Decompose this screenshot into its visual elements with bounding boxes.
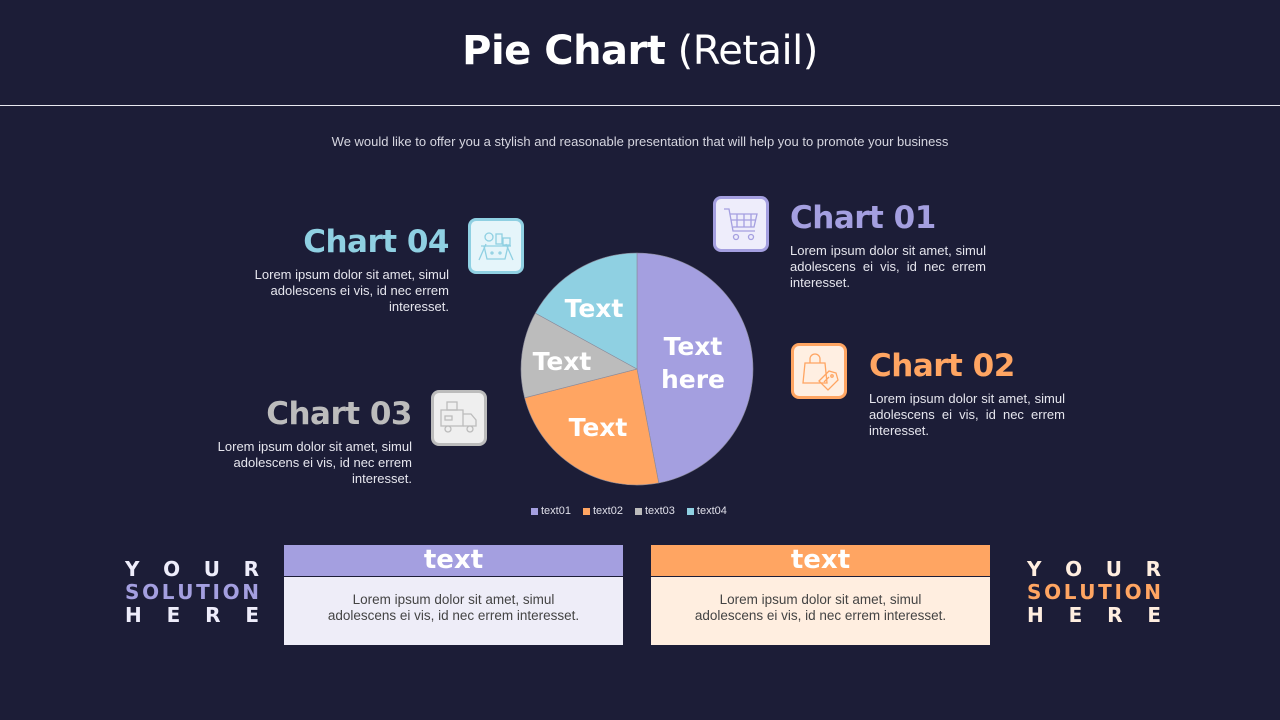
legend-item-text01: text01 <box>531 505 571 517</box>
legend-item-text02: text02 <box>582 505 623 517</box>
slice-label-text03: Text <box>533 347 592 376</box>
left-card-title: text <box>284 545 623 577</box>
title-bold: Pie Chart <box>462 28 666 74</box>
left-card: text Lorem ipsum dolor sit amet, simul a… <box>284 545 623 645</box>
right-card: text Lorem ipsum dolor sit amet, simul a… <box>651 545 990 645</box>
right-card-title: text <box>651 545 990 577</box>
chart02-body: Lorem ipsum dolor sit amet, simul adoles… <box>869 391 1065 438</box>
legend-swatch-icon <box>582 507 590 515</box>
chart01-block: Chart 01 Lorem ipsum dolor sit amet, sim… <box>790 200 986 291</box>
title-divider <box>0 105 1280 106</box>
chart04-block: Chart 04 Lorem ipsum dolor sit amet, sim… <box>252 224 450 315</box>
page-title: Pie Chart (Retail) <box>0 28 1280 74</box>
shopping-cart-icon <box>724 208 758 241</box>
chart03-icon-box <box>431 390 487 446</box>
legend-item-text04: text04 <box>686 505 727 517</box>
right-card-body: Lorem ipsum dolor sit amet, simul adoles… <box>651 577 990 645</box>
pie-slice-text01 <box>636 252 754 484</box>
legend-label: text04 <box>696 505 727 517</box>
left-card-body-line1: Lorem ipsum dolor sit amet, simul <box>352 592 555 607</box>
legend-item-text03: text03 <box>634 505 675 517</box>
chart04-body: Lorem ipsum dolor sit amet, simul adoles… <box>254 267 449 314</box>
delivery-truck-icon <box>440 401 477 433</box>
chart03-heading: Chart 03 <box>266 396 412 432</box>
subtitle: We would like to offer you a stylish and… <box>331 134 949 149</box>
right-card-body-line1: Lorem ipsum dolor sit amet, simul <box>719 592 922 607</box>
legend-label: text02 <box>592 505 623 517</box>
chart02-icon-box <box>791 343 847 399</box>
legend-swatch-icon <box>531 507 538 515</box>
legend-label: text01 <box>541 505 571 517</box>
chart02-block: Chart 02 Lorem ipsum dolor sit amet, sim… <box>869 348 1065 439</box>
chart03-body: Lorem ipsum dolor sit amet, simul adoles… <box>217 439 412 486</box>
slice-label-text04: Text <box>565 294 624 323</box>
slice-label-text01-line1: Text <box>664 332 723 361</box>
chart04-heading: Chart 04 <box>303 224 449 260</box>
chart-legend: text01 text02 text03 text04 <box>531 505 727 517</box>
chart01-heading: Chart 01 <box>790 200 936 236</box>
chart03-block: Chart 03 Lorem ipsum dolor sit amet, sim… <box>215 396 413 487</box>
chart01-icon-box <box>713 196 769 252</box>
right-card-body-line2: adolescens ei vis, id nec errem interess… <box>694 608 947 623</box>
chart04-icon-box <box>468 218 524 274</box>
pie-slice-text04 <box>534 252 638 370</box>
pie-slice-text03 <box>520 312 638 399</box>
legend-label: text03 <box>644 505 675 517</box>
left-card-body-line2: adolescens ei vis, id nec errem interess… <box>327 608 580 623</box>
shopping-bag-tag-icon <box>802 353 839 391</box>
pie-slices <box>520 252 754 486</box>
chart02-heading: Chart 02 <box>869 348 1015 384</box>
pie-slice-text02 <box>524 368 660 486</box>
left-card-body: Lorem ipsum dolor sit amet, simul adoles… <box>284 577 623 645</box>
grocery-basket-icon <box>478 232 514 261</box>
legend-swatch-icon <box>686 507 694 515</box>
slice-label-text02: Text <box>569 413 628 442</box>
legend-swatch-icon <box>634 507 642 515</box>
title-rest: (Retail) <box>677 28 819 74</box>
slice-label-text01-line2: here <box>661 365 725 394</box>
chart01-body: Lorem ipsum dolor sit amet, simul adoles… <box>790 243 986 290</box>
